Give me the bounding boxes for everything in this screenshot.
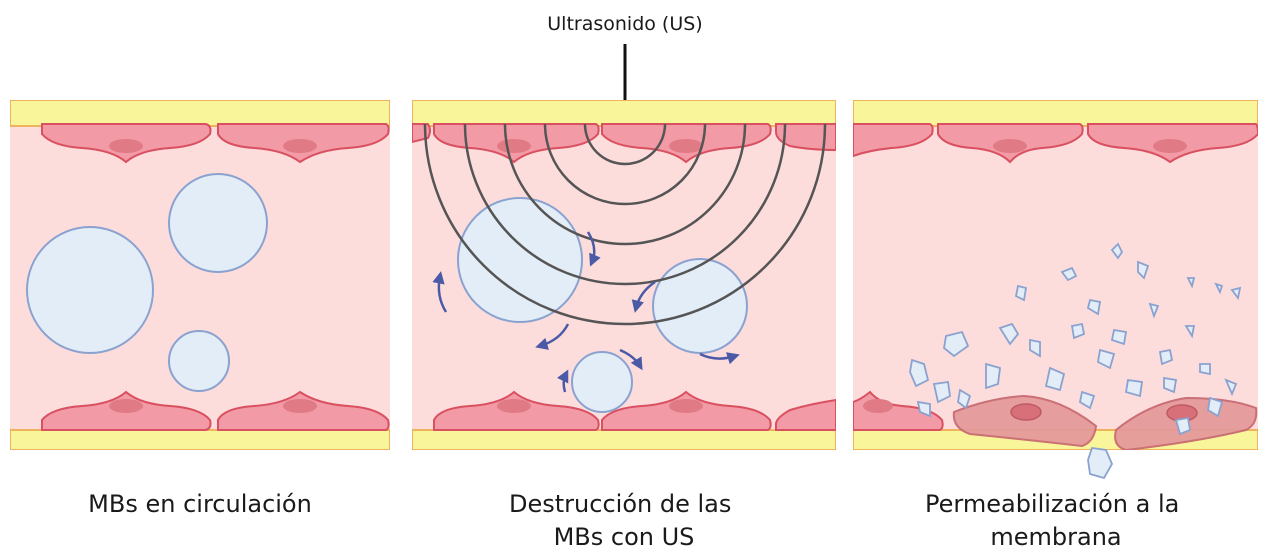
panel-2-vessel bbox=[412, 100, 836, 450]
microbubble bbox=[169, 174, 267, 272]
caption-line: MBs en circulación bbox=[88, 490, 312, 518]
panel-3-caption: Permeabilización a la membrana bbox=[925, 490, 1187, 551]
caption-line: MBs con US bbox=[554, 523, 695, 551]
panel-2-caption: Destrucción de las MBs con US bbox=[509, 490, 739, 551]
microbubble bbox=[653, 259, 747, 353]
panel-1-vessel bbox=[10, 100, 390, 450]
microbubble bbox=[169, 331, 229, 391]
ultrasound-label: Ultrasonido (US) bbox=[547, 13, 702, 35]
caption-line: Destrucción de las bbox=[509, 490, 731, 518]
panel-3-vessel bbox=[853, 100, 1258, 450]
microbubble bbox=[27, 227, 153, 353]
microbubble-fragment-escaping bbox=[1088, 448, 1112, 478]
panel-1-caption: MBs en circulación bbox=[88, 490, 312, 518]
microbubble bbox=[572, 352, 632, 412]
microbubble bbox=[458, 198, 582, 322]
caption-line: Permeabilización a la bbox=[925, 490, 1179, 518]
caption-line: membrana bbox=[990, 523, 1121, 551]
